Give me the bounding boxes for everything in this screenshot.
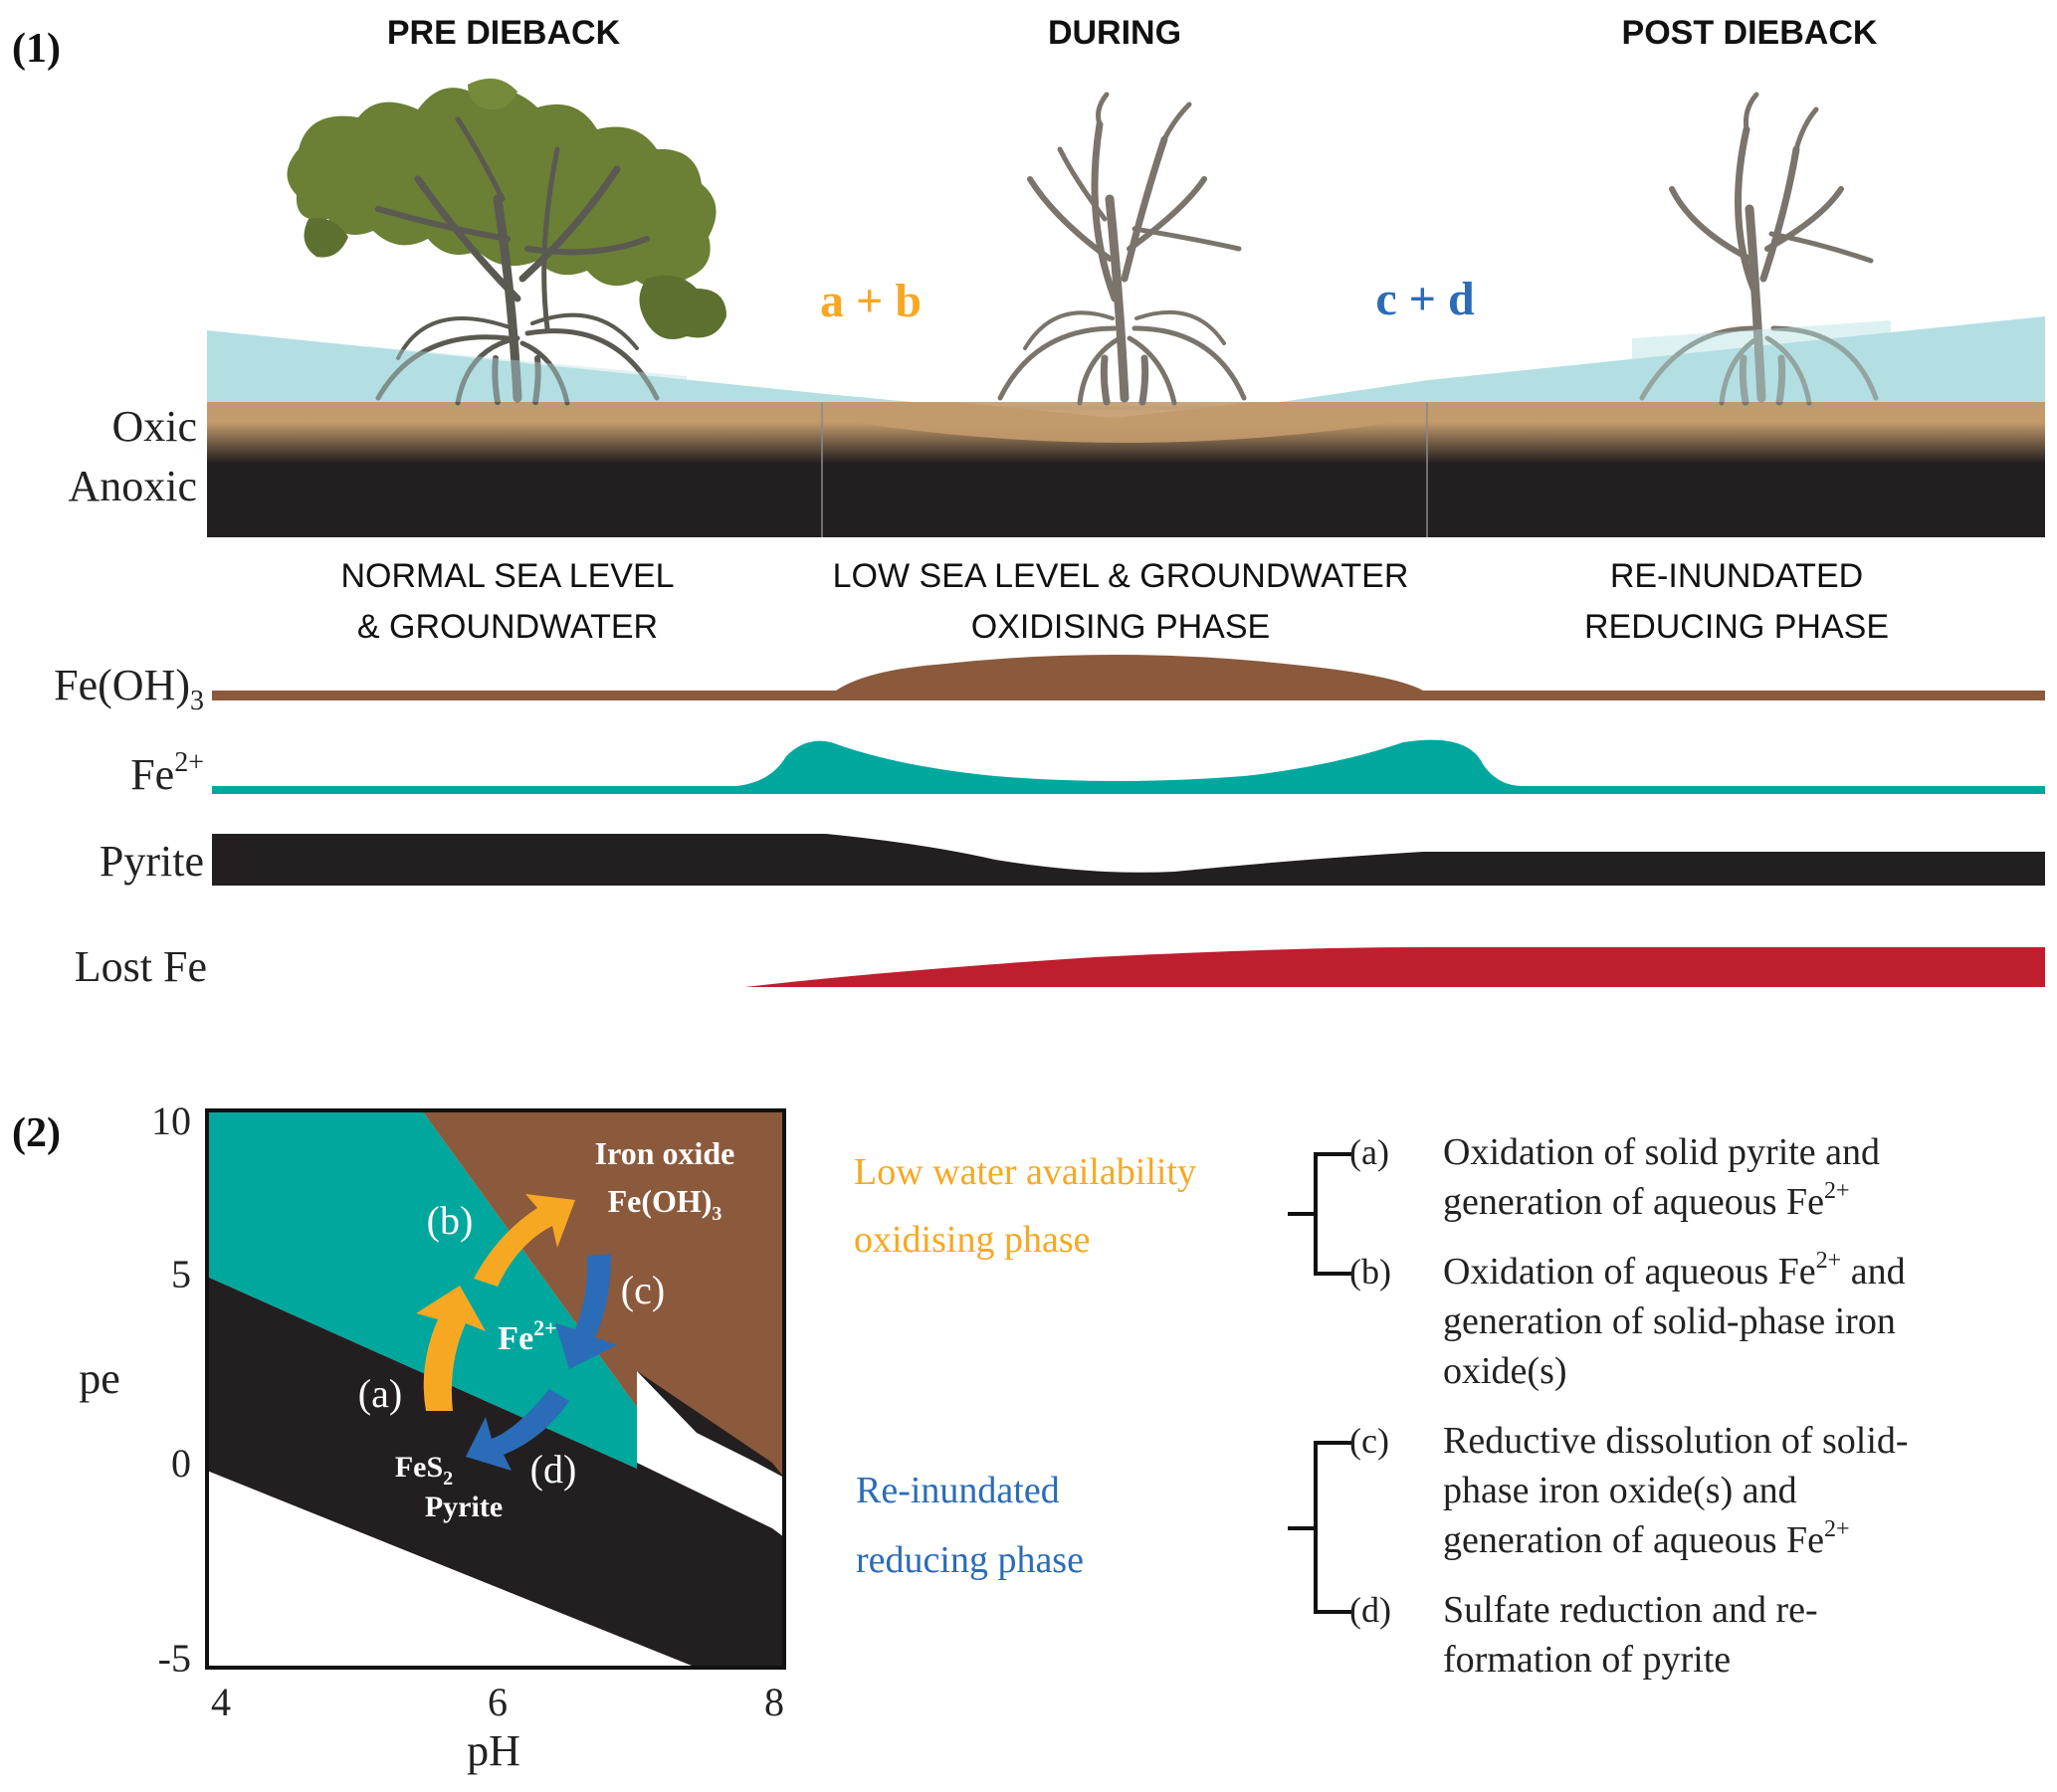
svg-text:Fe(OH)3: Fe(OH)3 [54, 661, 204, 716]
svg-text:generation of solid-phase iron: generation of solid-phase iron [1443, 1300, 1896, 1342]
arrow-c [555, 1254, 617, 1369]
anoxic-label: Anoxic [68, 462, 197, 510]
svg-text:Oxidation of aqueous Fe2+ and: Oxidation of aqueous Fe2+ and [1443, 1248, 1906, 1293]
phase3-line2: REDUCING PHASE [1584, 608, 1889, 646]
bracket-cd [1288, 1441, 1351, 1614]
phase1-line1: NORMAL SEA LEVEL [340, 557, 674, 595]
mangrove-tree-dead [997, 92, 1247, 406]
phase2-line1: LOW SEA LEVEL & GROUNDWATER [833, 557, 1409, 595]
profile-pyrite [212, 834, 2045, 886]
profile-lost-fe [744, 947, 2045, 987]
soil-profile [207, 402, 2045, 537]
y-tick-5: 5 [171, 1252, 191, 1296]
arrow-d-label: (d) [530, 1447, 577, 1492]
x-tick-4: 4 [211, 1680, 231, 1724]
legend-d: (d) Sulfate reduction and re- formation … [1349, 1589, 1818, 1681]
label-fe2-region: Fe2+ [498, 1315, 556, 1357]
stage-title-pre: PRE DIEBACK [387, 14, 621, 52]
reinundated-line1: Re-inundated [856, 1470, 1060, 1511]
label-pyrite-region: Pyrite [425, 1491, 503, 1523]
reinundated-line2: reducing phase [856, 1539, 1084, 1581]
svg-text:phase iron oxide(s) and: phase iron oxide(s) and [1443, 1470, 1797, 1511]
svg-text:formation of pyrite: formation of pyrite [1443, 1639, 1731, 1681]
legend-b: (b) Oxidation of aqueous Fe2+ and genera… [1349, 1248, 1906, 1392]
arrow-c-label: (c) [621, 1268, 665, 1312]
svg-text:Reductive dissolution of solid: Reductive dissolution of solid- [1443, 1420, 1909, 1462]
y-axis-label: pe [79, 1354, 120, 1403]
profile-fe-oh3 [212, 655, 2045, 700]
phase2-line2: OXIDISING PHASE [971, 608, 1270, 646]
panel2-label: (2) [12, 1110, 61, 1156]
label-c-plus-d: c + d [1375, 273, 1475, 325]
oxic-label: Oxic [111, 402, 197, 451]
svg-text:oxide(s): oxide(s) [1443, 1350, 1567, 1392]
stage-title-post: POST DIEBACK [1622, 14, 1878, 52]
legend-a: (a) Oxidation of solid pyrite and genera… [1349, 1131, 1880, 1223]
water-overlay-post [1632, 320, 1891, 402]
svg-text:generation of aqueous Fe2+: generation of aqueous Fe2+ [1443, 1516, 1850, 1561]
phase1-line2: & GROUNDWATER [357, 608, 658, 646]
region-fe2 [207, 1110, 647, 1469]
low-water-line1: Low water availability [854, 1151, 1196, 1193]
row-label-fe-oh3: Fe(OH)3 [54, 661, 204, 716]
y-tick-10: 10 [151, 1098, 191, 1143]
arrow-a [416, 1286, 486, 1411]
svg-text:generation of aqueous Fe2+: generation of aqueous Fe2+ [1443, 1178, 1850, 1223]
y-tick-neg5: -5 [158, 1636, 191, 1681]
x-tick-6: 6 [488, 1680, 508, 1724]
row-label-pyrite: Pyrite [100, 837, 204, 886]
mangrove-tree-live [287, 78, 726, 406]
label-a-plus-b: a + b [820, 275, 922, 327]
legend-c: (c) Reductive dissolution of solid- phas… [1349, 1420, 1909, 1561]
low-water-line2: oxidising phase [854, 1219, 1090, 1261]
water-surface [207, 316, 2045, 410]
phase3-line1: RE-INUNDATED [1610, 557, 1863, 595]
svg-text:Fe(OH)3: Fe(OH)3 [608, 1183, 722, 1225]
profile-fe2 [212, 739, 2045, 794]
row-label-lost-fe: Lost Fe [75, 942, 207, 991]
bracket-ab [1288, 1152, 1351, 1276]
label-iron-oxide: Iron oxide Fe(OH)3 [595, 1135, 735, 1225]
svg-text:Oxidation of solid pyrite and: Oxidation of solid pyrite and [1443, 1131, 1880, 1173]
panel1-label: (1) [12, 26, 61, 72]
svg-text:(b): (b) [1349, 1252, 1391, 1292]
svg-text:Fe2+: Fe2+ [130, 747, 204, 799]
svg-text:(c): (c) [1349, 1421, 1389, 1461]
mangrove-tree-post [1639, 92, 1879, 406]
svg-text:Sulfate reduction and re-: Sulfate reduction and re- [1443, 1589, 1818, 1631]
stage-title-during: DURING [1048, 14, 1181, 52]
soil-oxic-band-during [826, 402, 1423, 443]
row-label-fe2: Fe2+ [130, 747, 204, 799]
x-tick-8: 8 [764, 1680, 784, 1724]
label-fes2: FeS2 [395, 1451, 453, 1490]
svg-text:(a): (a) [1349, 1132, 1389, 1172]
arrow-b [474, 1194, 575, 1287]
arrow-b-label: (b) [427, 1198, 474, 1243]
water-overlay-pre [368, 346, 687, 402]
arrow-a-label: (a) [358, 1371, 402, 1416]
arrow-d [466, 1389, 569, 1471]
x-axis-label: pH [467, 1726, 520, 1775]
svg-text:Iron oxide: Iron oxide [595, 1135, 735, 1171]
svg-text:(d): (d) [1349, 1590, 1391, 1630]
region-white-gap [637, 1371, 784, 1537]
y-tick-0: 0 [171, 1441, 191, 1486]
